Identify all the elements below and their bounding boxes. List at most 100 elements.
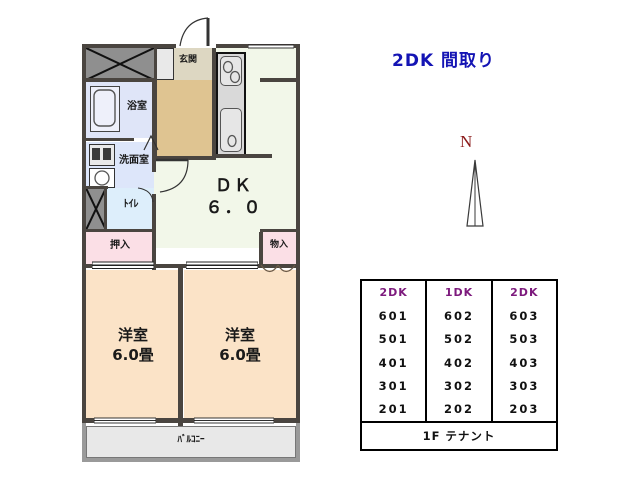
label-storage-monoire: 物入 — [269, 240, 288, 250]
label-entrance: 玄関 — [178, 55, 197, 65]
wall-outer-left — [82, 48, 86, 428]
burner-circles-icon — [222, 60, 241, 84]
entrance-door — [174, 16, 218, 48]
unit-cell: 302 — [443, 378, 474, 393]
unit-cell: 301 — [378, 378, 409, 393]
kitchen-sink-icon — [220, 108, 242, 152]
compass-north-indicator: N — [452, 132, 498, 232]
unit-table-column-3: 2DK 603 503 403 303 203 — [493, 281, 556, 421]
unit-cell: 201 — [378, 402, 409, 417]
sliding-door-icon — [186, 261, 258, 269]
page-title: 2DK 間取り — [392, 51, 496, 71]
room-storage-monoire — [262, 232, 296, 266]
label-dk-area: ６．０ — [205, 198, 263, 218]
sliding-door-room1 — [92, 261, 154, 270]
label-closet-oshiire: 押入 — [110, 240, 130, 251]
wash-basin-icon — [89, 168, 115, 188]
wall-genkan-bottom — [156, 156, 214, 160]
door-swing-icon — [156, 158, 189, 193]
bathtub-shape-icon — [93, 89, 116, 127]
wall-genkan-left — [154, 48, 157, 160]
wall-segment — [154, 44, 176, 48]
unit-column-header: 1DK — [444, 286, 474, 300]
door-swing-icon — [179, 17, 210, 47]
unit-cell: 603 — [509, 308, 540, 323]
compass-north-label: N — [460, 132, 473, 151]
wall-monoire-top — [260, 229, 296, 232]
wall-void-bottom — [86, 78, 154, 82]
wall-kitchen-left — [212, 48, 216, 160]
door-swing-icon — [137, 187, 154, 203]
label-washroom: 洗面室 — [119, 155, 149, 166]
wall-toilet-left — [104, 188, 107, 232]
entrance-tataki-floor — [156, 80, 212, 158]
basin-oval-icon — [94, 170, 110, 186]
unit-column-header: 2DK — [379, 286, 408, 300]
window-room2 — [194, 417, 274, 424]
unit-table-column-1: 2DK 601 501 401 301 201 — [362, 281, 428, 421]
label-toilet: ﾄｲﾚ — [123, 199, 139, 210]
sliding-door-icon — [92, 261, 154, 269]
wall-void-bottom-right — [260, 78, 296, 82]
sink-basin-icon — [227, 134, 237, 148]
unit-cell: 602 — [443, 308, 474, 323]
window-icon — [194, 417, 274, 424]
wall-outer-right — [296, 44, 300, 428]
wall-bath-washroom — [82, 138, 134, 141]
label-dk-name: ＤＫ — [215, 176, 253, 196]
window-dk — [248, 44, 294, 49]
double-door-swing-icon — [260, 264, 296, 273]
wall-outer-top-left — [82, 44, 154, 48]
label-bathroom: 浴室 — [127, 101, 147, 112]
unit-table-footer: 1F テナント — [362, 421, 556, 449]
wall-oshiire-right — [152, 232, 156, 270]
door-washroom — [154, 158, 194, 196]
balcony-area — [86, 426, 296, 458]
unit-table-column-2: 1DK 602 502 402 302 202 — [427, 281, 493, 421]
room-western-2 — [184, 270, 296, 418]
wall-balcony-outer — [82, 458, 300, 462]
bathtub-icon — [90, 86, 120, 132]
unit-cell: 601 — [378, 308, 409, 323]
wall-bedroom-balcony — [82, 418, 300, 423]
cross-hatch-icon — [86, 48, 154, 80]
door-swing-icon — [143, 134, 159, 151]
unit-cell: 503 — [509, 332, 540, 347]
wall-oshiire-top — [86, 229, 154, 232]
label-balcony: ﾊﾞﾙｺﾆｰ — [177, 435, 205, 445]
door-toilet — [136, 186, 156, 204]
wall-toilet-right — [152, 194, 156, 232]
unit-number-table: 2DK 601 501 401 301 201 1DK 602 502 402 … — [360, 279, 558, 451]
label-room2-name: 洋室 — [224, 326, 255, 344]
room-toilet — [106, 188, 154, 230]
unit-cell: 403 — [509, 355, 540, 370]
stove-icon — [220, 56, 242, 86]
void-shaft-left — [86, 48, 154, 80]
unit-column-header: 2DK — [510, 286, 539, 300]
window-icon — [248, 44, 294, 49]
cross-hatch-icon — [86, 188, 106, 230]
window-icon — [94, 417, 156, 424]
compass-needle-icon — [466, 159, 484, 227]
wall-balcony-right — [296, 423, 300, 462]
label-room1-area: 6.0畳 — [112, 346, 154, 364]
unit-cell: 502 — [443, 332, 474, 347]
unit-cell: 402 — [443, 355, 474, 370]
unit-cell: 501 — [378, 332, 409, 347]
wall-balcony-left — [82, 423, 86, 462]
room-western-1 — [86, 270, 180, 418]
sliding-door-room2 — [186, 261, 258, 270]
void-shaft-side — [86, 188, 106, 230]
washer-glyph-icon — [92, 148, 111, 160]
door-bathroom — [140, 134, 162, 152]
window-room1 — [94, 417, 156, 424]
wall-monoire-left — [259, 232, 263, 268]
unit-table-columns: 2DK 601 501 401 301 201 1DK 602 502 402 … — [362, 281, 556, 421]
label-room1-name: 洋室 — [117, 326, 148, 344]
floor-plan-drawing: 玄関 浴室 洗面室 ﾄｲﾚ 押入 物入 ＤＫ ６．０ 洋室 6.0畳 洋室 6.… — [70, 8, 330, 474]
room-closet-oshiire — [86, 232, 154, 266]
unit-cell: 203 — [509, 402, 540, 417]
wall-kitchen-bottom — [212, 154, 272, 158]
wall-washroom-toilet — [82, 186, 108, 189]
